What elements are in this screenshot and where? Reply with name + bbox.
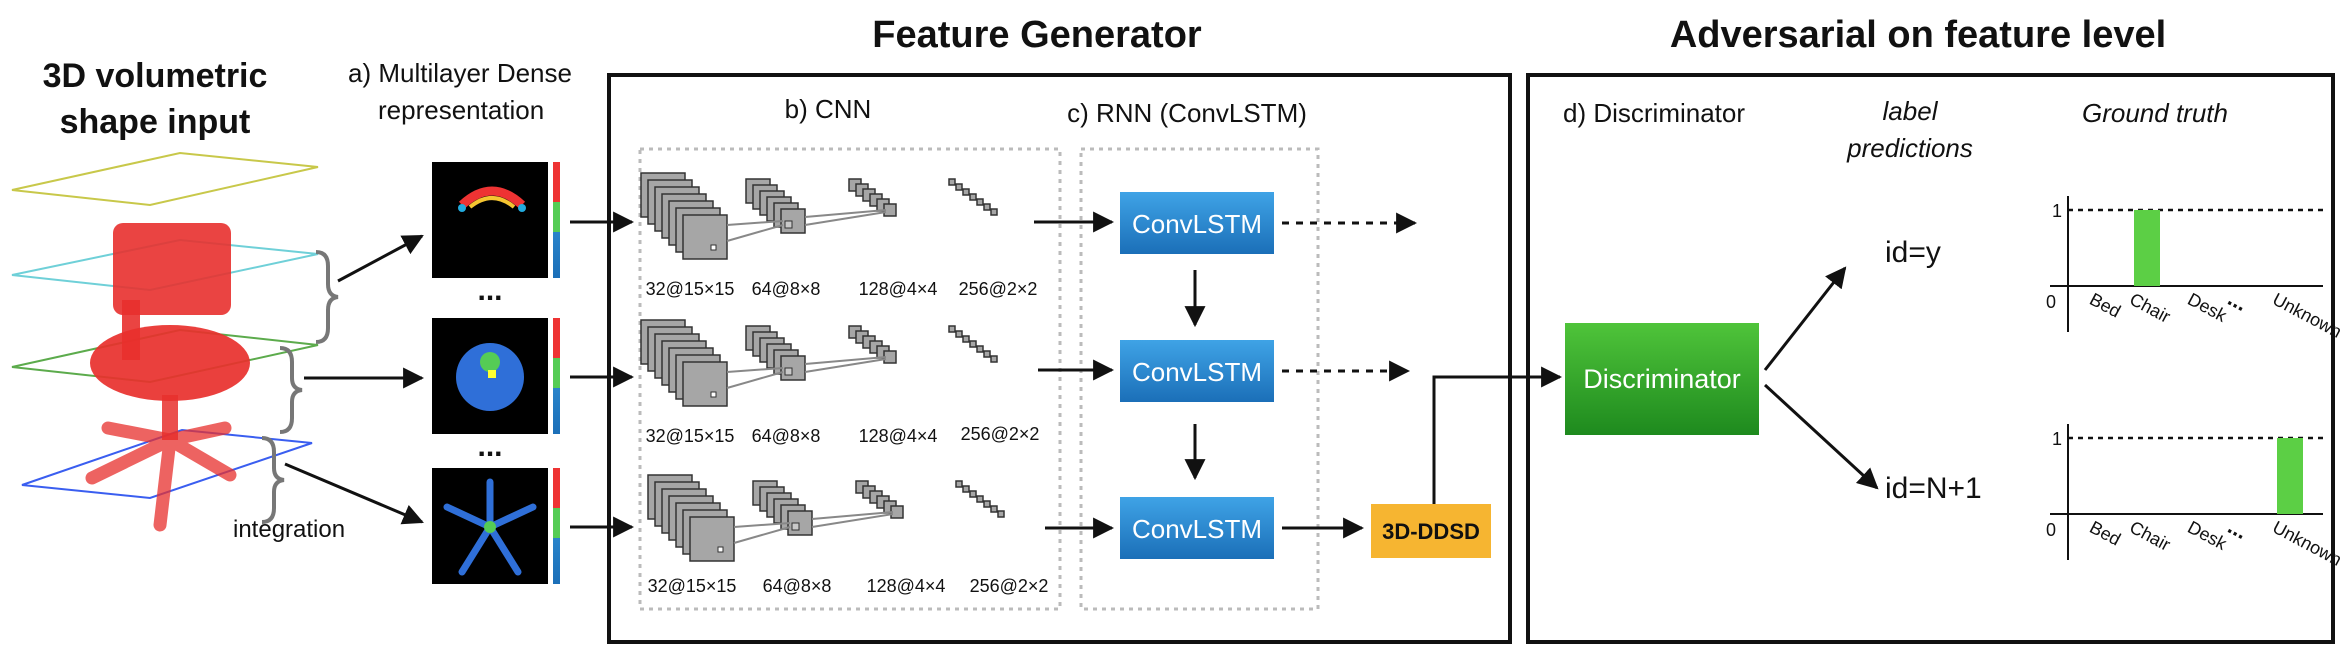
convlstm-block-1: ConvLSTM — [1120, 192, 1274, 254]
layer-label-r3-c4: 256@2×2 — [970, 576, 1049, 596]
feature-generator-title: Feature Generator — [872, 14, 1202, 56]
cnn-label: b) CNN — [785, 94, 872, 124]
layer-label-r1-c1: 32@15×15 — [646, 279, 735, 299]
arrow-to-id-y — [1763, 266, 1847, 371]
label-predictions-line2: predictions — [1846, 133, 1973, 163]
cnn-row-3 — [647, 474, 1005, 562]
convlstm-label-1: ConvLSTM — [1132, 209, 1262, 239]
feature-maps-64 — [752, 480, 813, 536]
feature-maps-128 — [855, 480, 904, 519]
convlstm-label-3: ConvLSTM — [1132, 514, 1262, 544]
feature-maps-64 — [745, 178, 806, 234]
layer-label-r2-c4: 256@2×2 — [961, 424, 1040, 444]
volumetric-chair-icon — [11, 151, 339, 532]
layer-label-r3-c1: 32@15×15 — [648, 576, 737, 596]
feature-maps-256 — [955, 480, 1005, 518]
input-title-line1: 3D volumetric — [43, 57, 268, 95]
convlstm-block-2: ConvLSTM — [1120, 340, 1274, 402]
chart-bar-chair — [2134, 210, 2160, 286]
layer-label-r3-c3: 128@4×4 — [867, 576, 946, 596]
ddsd-label: 3D-DDSD — [1382, 519, 1480, 544]
layer-label-r1-c2: 64@8×8 — [752, 279, 821, 299]
discriminator-section-label: d) Discriminator — [1563, 98, 1745, 128]
feature-maps-32 — [640, 172, 728, 260]
discriminator-box-label: Discriminator — [1583, 364, 1741, 394]
density-slice-2 — [432, 318, 560, 434]
chart-tick-zero: 0 — [2046, 292, 2056, 312]
feature-maps-128 — [848, 178, 897, 217]
adversarial-frame — [1526, 73, 2335, 644]
density-slice-1 — [432, 162, 560, 278]
slice-ellipsis-1: ... — [477, 274, 502, 307]
slice-ellipsis-2: ... — [477, 430, 502, 463]
ground-truth-label: Ground truth — [2082, 98, 2228, 128]
layer-label-r2-c2: 64@8×8 — [752, 426, 821, 446]
cnn-row-2 — [640, 319, 998, 407]
arrow-to-slice-3 — [284, 462, 424, 525]
rnn-label: c) RNN (ConvLSTM) — [1067, 98, 1307, 128]
rnn-dashed-region — [1079, 147, 1320, 611]
layer-label-r1-c3: 128@4×4 — [859, 279, 938, 299]
layer-label-r1-c4: 256@2×2 — [959, 279, 1038, 299]
chart-tick-bed: Bed — [2086, 517, 2124, 550]
chart-tick-one: 1 — [2052, 201, 2062, 221]
input-title-line2: shape input — [60, 103, 251, 141]
chart-tick-desk: Desk — [2184, 289, 2230, 326]
layer-label-r2-c1: 32@15×15 — [646, 426, 735, 446]
feature-maps-256 — [948, 325, 998, 363]
feature-maps-64 — [745, 325, 806, 381]
multilayer-label-line2: representation — [378, 95, 544, 125]
chart-tick-desk: Desk — [2184, 517, 2230, 554]
label-predictions-line1: label — [1883, 96, 1939, 126]
convlstm-label-2: ConvLSTM — [1132, 357, 1262, 387]
convlstm-block-3: ConvLSTM — [1120, 497, 1274, 559]
id-unknown-label: id=N+1 — [1885, 472, 1982, 505]
chart-tick-zero: 0 — [2046, 520, 2056, 540]
chart-tick-one: 1 — [2052, 429, 2062, 449]
multilayer-label-line1: a) Multilayer Dense — [348, 58, 572, 88]
chart-tick-bed: Bed — [2086, 289, 2124, 322]
cnn-dashed-region — [638, 147, 1062, 611]
arrow-to-id-n1 — [1763, 383, 1879, 490]
feature-maps-32 — [647, 474, 735, 562]
integration-label: integration — [233, 516, 345, 543]
arrow-ddsd-to-discriminator — [1432, 366, 1563, 504]
layer-label-r2-c3: 128@4×4 — [859, 426, 938, 446]
ddsd-output-block: 3D-DDSD — [1371, 504, 1491, 558]
chart-bar-unknown — [2277, 438, 2303, 514]
chart-tick-chair: Chair — [2126, 289, 2173, 327]
cnn-row-1 — [640, 172, 998, 260]
adversarial-title: Adversarial on feature level — [1670, 14, 2166, 56]
density-slice-3 — [432, 468, 560, 584]
id-known-label: id=y — [1885, 236, 1941, 269]
feature-maps-32 — [640, 319, 728, 407]
arrow-to-slice-1 — [337, 234, 424, 283]
layer-label-r3-c2: 64@8×8 — [763, 576, 832, 596]
discriminator-block: Discriminator — [1565, 323, 1759, 435]
feature-generator-frame — [607, 73, 1512, 644]
chart-tick-chair: Chair — [2126, 517, 2173, 555]
feature-maps-256 — [948, 178, 998, 216]
